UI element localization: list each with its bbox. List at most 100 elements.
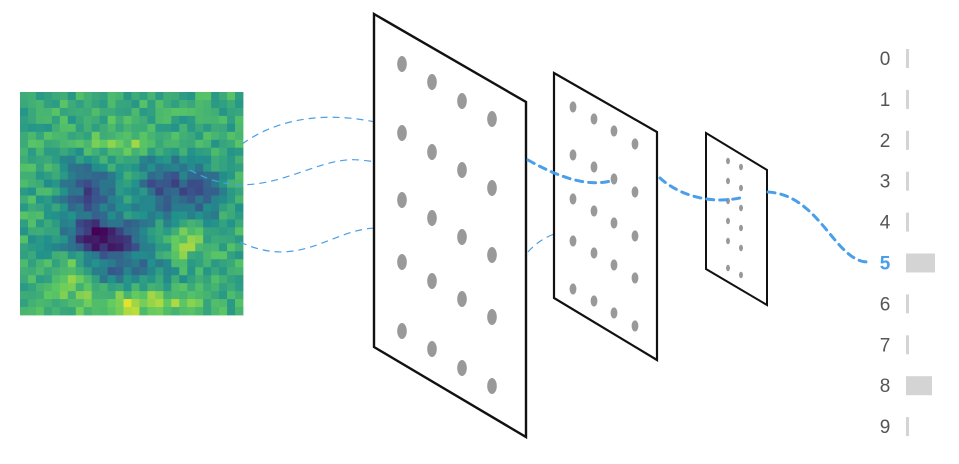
heatmap-pixel xyxy=(227,267,236,276)
heatmap-pixel xyxy=(91,259,101,268)
heatmap-pixel xyxy=(91,243,101,252)
heatmap-pixel xyxy=(163,139,172,149)
heatmap-pixel xyxy=(99,203,108,212)
heatmap-pixel xyxy=(155,275,164,284)
heatmap-pixel xyxy=(35,291,45,300)
heatmap-pixel xyxy=(203,243,212,252)
heatmap-pixel xyxy=(27,227,37,236)
heatmap-pixel xyxy=(147,171,156,180)
heatmap-pixel xyxy=(203,307,212,316)
heatmap-pixel xyxy=(227,131,236,141)
heatmap-pixel xyxy=(171,275,180,284)
heatmap-pixel xyxy=(155,139,164,149)
heatmap-pixel xyxy=(75,251,85,260)
layer-2-neurons xyxy=(569,101,639,332)
heatmap-pixel xyxy=(235,171,244,180)
neuron xyxy=(726,237,730,245)
heatmap-pixel xyxy=(67,163,77,173)
heatmap-pixel xyxy=(195,123,204,133)
heatmap-pixel xyxy=(139,171,148,180)
heatmap-pixel xyxy=(171,163,180,173)
heatmap-pixel xyxy=(171,307,180,316)
heatmap-pixel xyxy=(115,291,124,300)
heatmap-pixel xyxy=(123,307,132,316)
heatmap-pixel xyxy=(67,267,77,276)
heatmap-pixel xyxy=(59,131,69,141)
heatmap-pixel xyxy=(67,299,77,308)
heatmap-pixel xyxy=(51,227,61,236)
neuron xyxy=(427,74,437,90)
heatmap-pixel xyxy=(75,203,85,212)
heatmap-pixel xyxy=(155,235,164,244)
heatmap-pixel xyxy=(235,291,244,300)
heatmap-pixel xyxy=(35,179,45,188)
heatmap-pixel xyxy=(35,211,45,220)
output-label-6: 6 xyxy=(880,294,891,315)
heatmap-pixel xyxy=(195,115,204,125)
heatmap-pixel xyxy=(171,131,180,141)
heatmap-pixel xyxy=(131,307,140,316)
heatmap-pixel xyxy=(115,259,124,268)
heatmap-pixel xyxy=(187,99,196,109)
neuron xyxy=(487,309,497,325)
heatmap-pixel xyxy=(83,211,93,220)
heatmap-pixel xyxy=(67,155,77,165)
heatmap-pixel xyxy=(195,243,204,252)
heatmap-pixel xyxy=(211,259,220,268)
heatmap-pixel xyxy=(155,299,164,308)
heatmap-pixel xyxy=(83,267,93,276)
heatmap-pixel xyxy=(147,283,156,292)
heatmap-pixel xyxy=(107,99,116,109)
heatmap-pixel xyxy=(115,211,124,220)
heatmap-pixel xyxy=(131,251,140,260)
heatmap-pixel xyxy=(35,219,45,228)
heatmap-pixel xyxy=(51,219,61,228)
heatmap-pixel xyxy=(67,275,77,284)
heatmap-pixel xyxy=(195,99,204,109)
heatmap-pixel xyxy=(155,227,164,236)
heatmap-pixel xyxy=(147,92,156,101)
neuron xyxy=(610,173,618,185)
neuron xyxy=(457,162,467,178)
heatmap-pixel xyxy=(171,227,180,236)
heatmap-pixel xyxy=(43,187,53,196)
heatmap-pixel xyxy=(20,123,29,133)
heatmap-pixel xyxy=(211,299,220,308)
heatmap-pixel xyxy=(131,187,140,196)
heatmap-pixel xyxy=(75,179,85,188)
heatmap-pixel xyxy=(83,92,93,101)
heatmap-pixel xyxy=(51,92,61,101)
heatmap-pixel xyxy=(179,147,188,157)
heatmap-pixel xyxy=(43,267,53,276)
heatmap-pixel xyxy=(195,107,204,117)
heatmap-pixel xyxy=(211,219,220,228)
heatmap-pixel xyxy=(155,115,164,125)
heatmap-pixel xyxy=(59,307,69,316)
heatmap-pixel xyxy=(179,291,188,300)
heatmap-pixel xyxy=(235,299,244,308)
heatmap-pixel xyxy=(147,155,156,165)
heatmap-pixel xyxy=(75,115,85,125)
heatmap-pixel xyxy=(179,203,188,212)
hidden-layer-3 xyxy=(705,131,768,307)
heatmap-pixel xyxy=(147,219,156,228)
heatmap-pixel xyxy=(99,195,108,204)
heatmap-pixel xyxy=(99,131,108,141)
heatmap-pixel xyxy=(67,187,77,196)
heatmap-pixel xyxy=(131,203,140,212)
output-label-4: 4 xyxy=(880,213,891,234)
heatmap-pixel xyxy=(91,163,101,173)
heatmap-pixel xyxy=(195,307,204,316)
heatmap-pixel xyxy=(131,299,140,308)
heatmap-pixel xyxy=(27,163,37,173)
heatmap-pixel xyxy=(187,307,196,316)
heatmap-pixel xyxy=(171,291,180,300)
heatmap-pixel xyxy=(83,235,93,244)
heatmap-pixel xyxy=(75,131,85,141)
heatmap-pixel xyxy=(75,92,85,101)
neuron xyxy=(397,125,407,141)
heatmap-pixel xyxy=(20,139,29,149)
heatmap-pixel xyxy=(59,171,69,180)
heatmap-pixel xyxy=(35,115,45,125)
heatmap-pixel xyxy=(211,203,220,212)
